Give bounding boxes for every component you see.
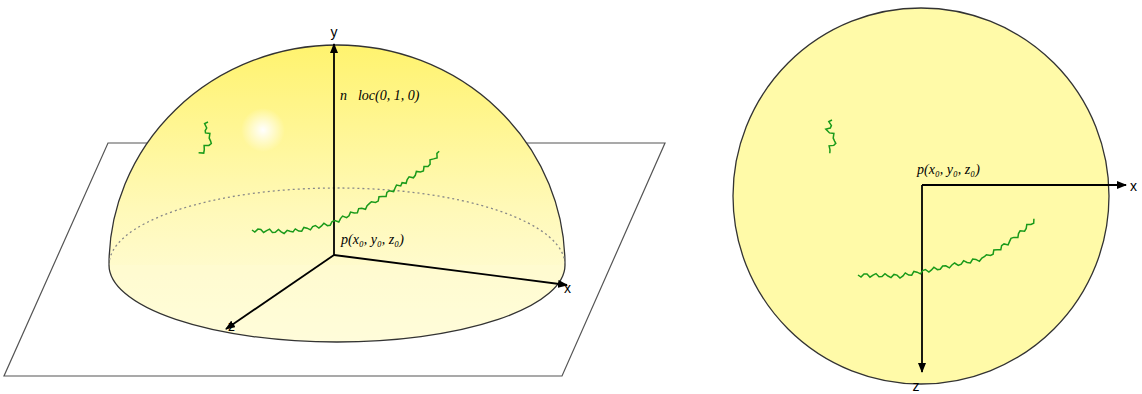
light-glow [241, 108, 285, 152]
ray-path [826, 120, 836, 153]
axis-label: z [913, 378, 920, 394]
hemisphere [109, 45, 565, 342]
axes [922, 185, 1126, 372]
axis-label: z [228, 318, 235, 334]
axes [226, 44, 567, 329]
ray-path [252, 151, 439, 233]
math-label: p(x₀, y₀, z₀) [341, 232, 404, 248]
math-label: p(x₀, y₀, z₀) [917, 162, 980, 178]
math-label: n⃗loc(0, 1, 0) [340, 88, 419, 104]
axis-label: y [331, 24, 338, 40]
ray-path [199, 122, 212, 153]
axis-label: x [1130, 178, 1137, 194]
ray-path [858, 219, 1034, 278]
axis-label: x [564, 280, 571, 296]
ray-paths [199, 120, 1034, 278]
top-view-disc [733, 8, 1109, 384]
